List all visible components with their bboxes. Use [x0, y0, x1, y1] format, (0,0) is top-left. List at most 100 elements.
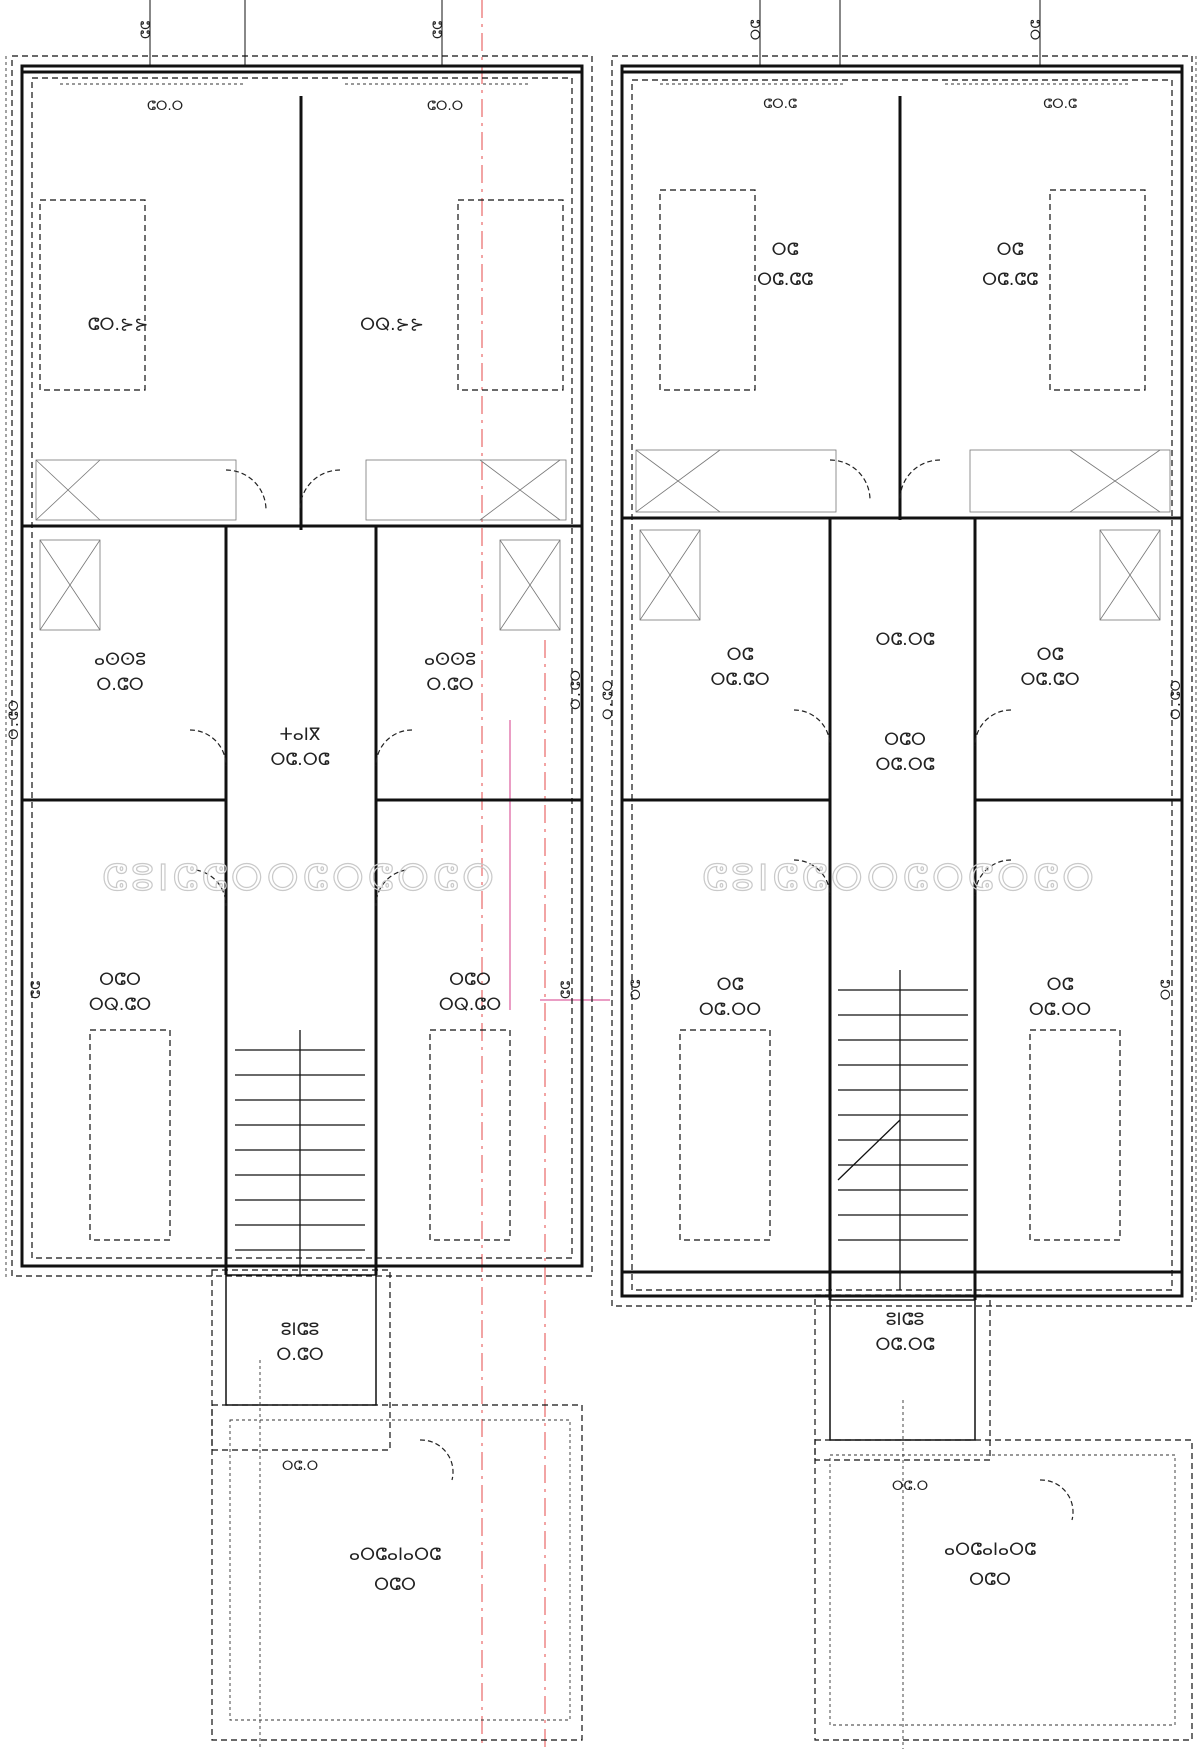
room-area-L-entry: ⵔ.ⵛⵔ — [276, 1345, 323, 1365]
right-bath-fixture-a — [639, 529, 701, 621]
left-door-b — [299, 469, 341, 511]
room-label-R-garden: ⴰⵔⵛⴰⵏⴰⵔⵛ — [944, 1540, 1036, 1560]
right-door-b — [899, 459, 941, 501]
room-area-R-hall: ⵔⵛ.ⵔⵛ — [875, 755, 934, 775]
dim-L-3: ⵛⵔ.ⵔ — [427, 99, 463, 114]
room-label-L-garden: ⴰⵔⵛⴰⵏⴰⵔⵛ — [349, 1545, 441, 1565]
left-door-c — [189, 729, 227, 767]
left-door-d — [375, 729, 413, 767]
dim-R-1: ⵔⵛ — [1029, 20, 1044, 41]
right-garden-dash — [814, 1439, 1193, 1741]
room-area-R-top-left: ⵔⵛ.ⵛⵛ — [757, 270, 813, 290]
watermark-right: ⵛⵓⵏⵛⵛⵔⵔⵛⵔⵛⵔⵛⵔ — [702, 858, 1098, 899]
room-area-L-bottom-right: ⵔⵕ.ⵛⵔ — [439, 995, 502, 1015]
dim-R-4: ⵔ.ⵛⵔ — [601, 680, 616, 720]
room-area-R-entry: ⵔⵛ.ⵔⵛ — [875, 1335, 934, 1355]
room-area-R-landing: ⵔⵛ.ⵔⵛ — [875, 630, 934, 650]
right-bed-b — [1049, 189, 1146, 391]
room-area-R-garden: ⵔⵛⵔ — [969, 1570, 1011, 1590]
right-door-d — [974, 709, 1012, 747]
room-area-L-bath-right: ⵔ.ⵛⵔ — [426, 675, 473, 695]
room-area-R-bath-right: ⵔⵛ.ⵛⵔ — [1020, 670, 1079, 690]
room-area-L-bath-left: ⵔ.ⵛⵔ — [96, 675, 143, 695]
room-label-R-bottom-right: ⵔⵛ — [1047, 975, 1074, 995]
room-label-L-entry: ⵓⵏⵛⵓ — [281, 1320, 319, 1340]
dim-R-2: ⵛⵔ.ⵛ — [763, 97, 797, 112]
dim-L-8: ⵔⵛ.ⵔ — [282, 1459, 318, 1474]
room-area-L-hall: ⵔⵛ.ⵔⵛ — [270, 750, 329, 770]
dim-R-3: ⵛⵔ.ⵛ — [1043, 97, 1077, 112]
left-stairs — [235, 1030, 365, 1275]
dim-L-0: ⵛⵛ — [139, 21, 154, 39]
top-dimension-ticks — [149, 0, 1041, 66]
right-outer-dash — [611, 55, 1193, 1307]
dimension-labels: ⵛⵛ ⵛⵛ ⵛⵔ.ⵔ ⵛⵔ.ⵔ ⵔ.ⵛⵔ ⵔ.ⵛⵔ ⵛⵛ ⵛⵛ ⵔⵛ.ⵔ ⵔⵛ … — [7, 20, 1184, 1494]
right-garden-inner — [829, 1454, 1176, 1726]
dim-L-4: ⵔ.ⵛⵔ — [7, 700, 22, 740]
room-label-L-hall: ⵜⴰⵏⴳ — [280, 725, 321, 745]
right-inner-dash — [631, 79, 1173, 1291]
dim-R-6: ⵔⵛ — [629, 980, 644, 1001]
room-label-R-entry: ⵓⵏⵛⵓ — [886, 1310, 924, 1330]
room-label-R-top-left: ⵔⵛ — [772, 240, 799, 260]
dim-L-5: ⵔ.ⵛⵔ — [569, 670, 584, 710]
dim-R-8: ⵔⵛ.ⵔ — [892, 1479, 928, 1494]
right-door-garden — [1039, 1479, 1074, 1521]
room-label-L-bath-left: ⴰⵙⵙⵓ — [94, 650, 146, 670]
left-door-garden — [419, 1439, 454, 1481]
room-label-L-bath-right: ⴰⵙⵙⵓ — [424, 650, 476, 670]
dim-R-7: ⵔⵛ — [1159, 980, 1174, 1001]
right-door-c — [793, 709, 831, 747]
left-bed-b — [457, 199, 564, 391]
right-bed-d — [1029, 1029, 1121, 1241]
room-area-L-bottom-left: ⵔⵕ.ⵛⵔ — [89, 995, 152, 1015]
dim-L-7: ⵛⵛ — [559, 981, 574, 999]
left-entry-dash — [211, 1269, 391, 1451]
right-bath-fixture-b — [1099, 529, 1161, 621]
right-stairs — [837, 970, 968, 1290]
right-entry-wall — [829, 1299, 976, 1441]
left-wardrobe-b — [365, 459, 567, 521]
room-label-R-bath-right: ⵔⵛ — [1037, 645, 1064, 665]
right-bed-a — [659, 189, 756, 391]
left-door-a — [225, 469, 267, 511]
room-label-R-hall: ⵔⵛⵔ — [884, 730, 926, 750]
dim-L-6: ⵛⵛ — [29, 981, 44, 999]
left-unit — [5, 55, 593, 1749]
left-bed-c — [89, 1029, 171, 1241]
left-bed-d — [429, 1029, 511, 1241]
left-garden-dash — [211, 1404, 583, 1741]
left-garden-inner — [229, 1419, 571, 1721]
left-door-e — [195, 869, 227, 907]
room-area-R-bath-left: ⵔⵛ.ⵛⵔ — [710, 670, 769, 690]
left-bath-fixture-a — [39, 539, 101, 631]
right-unit — [611, 55, 1197, 1749]
right-wardrobe-b — [969, 449, 1171, 513]
dim-L-2: ⵛⵔ.ⵔ — [147, 99, 183, 114]
left-room-labels: ⵛⵔ.⊱⊱ ⵔⵕ.⊱⊱ ⴰⵙⵙⵓ ⵔ.ⵛⵔ ⴰⵙⵙⵓ ⵔ.ⵛⵔ ⵜⴰⵏⴳ ⵔⵛ.… — [88, 315, 502, 1595]
room-area-L-garden: ⵔⵛⵔ — [374, 1575, 416, 1595]
dim-R-0: ⵔⵛ — [749, 20, 764, 41]
room-area-R-top-right: ⵔⵛ.ⵛⵛ — [982, 270, 1038, 290]
watermark-left: ⵛⵓⵏⵛⵛⵔⵔⵛⵔⵛⵔⵛⵔ — [102, 858, 498, 899]
left-entry-wall — [225, 1274, 377, 1406]
room-label-L-bottom-right: ⵔⵛⵔ — [449, 970, 491, 990]
room-label-R-top-right: ⵔⵛ — [997, 240, 1024, 260]
room-label-L-top-left-text: ⵛⵔ.⊱⊱ — [88, 315, 149, 335]
left-bath-fixture-b — [499, 539, 561, 631]
right-wardrobe-a — [635, 449, 837, 513]
left-inner-dash — [31, 77, 573, 1259]
room-area-R-bottom-left: ⵔⵛ.ⵔⵔ — [699, 1000, 762, 1020]
left-wardrobe-a — [35, 459, 237, 521]
left-outer-dash — [11, 55, 593, 1277]
right-room-labels: ⵔⵛ ⵔⵛ.ⵛⵛ ⵔⵛ ⵔⵛ.ⵛⵛ ⵔⵛ ⵔⵛ.ⵛⵔ ⵔⵛ ⵔⵛ.ⵛⵔ ⵔⵛⵔ … — [699, 240, 1092, 1590]
dim-R-5: ⵔ.ⵛⵔ — [1169, 680, 1184, 720]
right-door-f — [974, 859, 1012, 897]
dim-L-1: ⵛⵛ — [431, 21, 446, 39]
left-bed-a — [39, 199, 146, 391]
right-door-e — [793, 859, 831, 897]
room-label-R-bath-left: ⵔⵛ — [727, 645, 754, 665]
room-label-R-bottom-left: ⵔⵛ — [717, 975, 744, 995]
right-bed-c — [679, 1029, 771, 1241]
